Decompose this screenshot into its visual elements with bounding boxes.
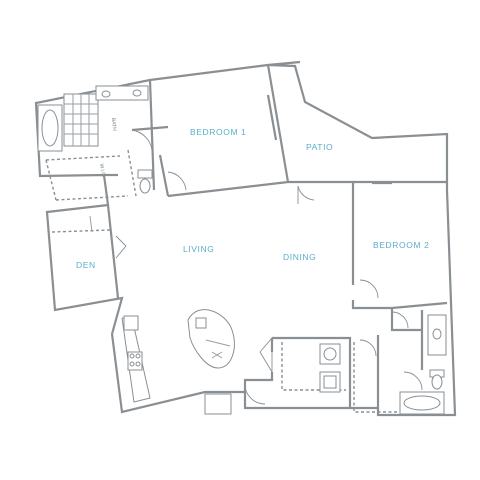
kitchen — [121, 309, 266, 415]
refrigerator — [204, 393, 232, 415]
bath-2-cluster — [259, 314, 447, 415]
interior-walls — [104, 64, 448, 408]
bedroom-2-door — [359, 279, 409, 329]
kitchen-island — [187, 309, 235, 369]
dining-label: DINING — [283, 252, 316, 262]
sink-icon — [432, 328, 442, 340]
toilet-icon — [139, 178, 151, 194]
wic-label: W.I.C. — [98, 163, 106, 177]
den-details — [51, 215, 127, 259]
sink-icon — [123, 315, 139, 331]
living-label: LIVING — [183, 244, 214, 254]
shower — [63, 93, 99, 147]
toilet-icon — [431, 374, 443, 390]
bedroom-1-closet — [266, 94, 278, 141]
toilet-tank — [137, 169, 153, 179]
room-labels: BEDROOM 1 PATIO LIVING DINING DEN BEDROO… — [76, 127, 429, 270]
patio-label: PATIO — [306, 142, 333, 152]
island-sink-icon — [195, 317, 207, 329]
sink-icon — [132, 89, 142, 97]
bedroom-1-label: BEDROOM 1 — [190, 127, 246, 137]
patio-doors — [297, 181, 392, 204]
sink-icon — [101, 90, 111, 98]
bath-1-fixtures: BATH W.I.C. — [37, 85, 187, 194]
exterior-walls — [34, 60, 457, 417]
den-label: DEN — [76, 260, 96, 270]
bath-label: BATH — [110, 118, 117, 132]
walk-in-closet — [45, 149, 137, 201]
bedroom-2-label: BEDROOM 2 — [373, 240, 429, 250]
